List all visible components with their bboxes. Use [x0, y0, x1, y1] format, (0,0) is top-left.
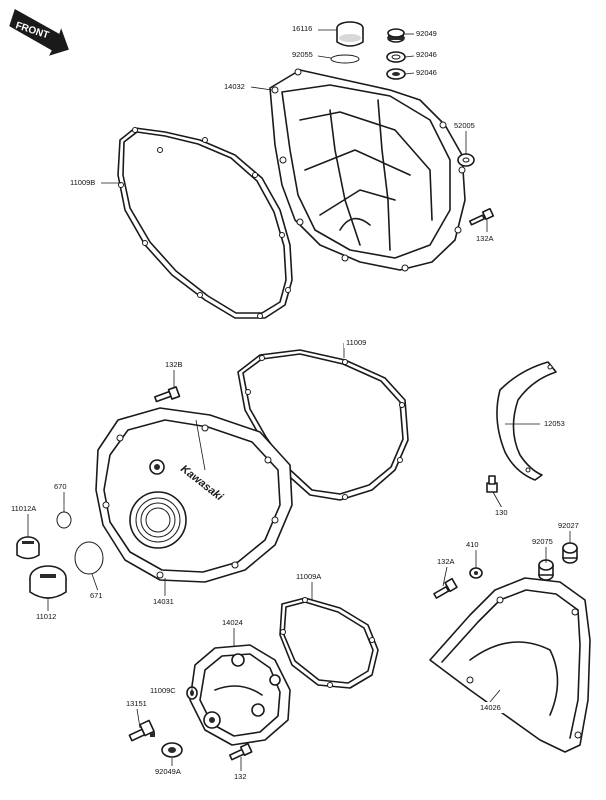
generator-cover-14031: Kawasaki: [95, 407, 293, 583]
callout-14026: 14026: [478, 702, 506, 713]
svg-text:14032: 14032: [224, 82, 245, 91]
callout-132B: 132B: [163, 359, 187, 370]
svg-text:92055: 92055: [292, 50, 313, 59]
svg-text:11012: 11012: [36, 612, 56, 621]
sensor-13151: [128, 719, 155, 742]
callout-92075: 92075: [530, 536, 558, 547]
o-ring-92055: [330, 54, 360, 64]
svg-text:671: 671: [90, 591, 103, 600]
bolt-132A-mid: [433, 577, 458, 599]
sprocket-cover-14026: [429, 577, 591, 753]
front-arrow-icon: FRONT: [9, 8, 69, 56]
gasket-11009B: [117, 127, 293, 319]
callout-410: 410: [464, 539, 484, 550]
callout-671: 671: [88, 590, 108, 601]
callout-12053: 12053: [542, 418, 570, 429]
svg-text:132A: 132A: [437, 557, 455, 566]
cap-11012: [29, 565, 67, 599]
callout-14024: 14024: [220, 617, 248, 628]
callout-11012: 11012: [34, 611, 62, 622]
callout-14031: 14031: [151, 596, 179, 607]
svg-text:410: 410: [466, 540, 479, 549]
svg-text:13151: 13151: [126, 699, 147, 708]
svg-text:92049: 92049: [416, 29, 437, 38]
bolt-132A-top: [469, 207, 495, 226]
callout-132A-top: 132A: [474, 233, 498, 244]
cap-11012A: [16, 536, 40, 560]
callout-92049A: 92049A: [153, 766, 189, 777]
bolt-132B: [153, 386, 181, 403]
guard-12053: [496, 361, 557, 481]
callout-labels: 16116 92049 92055 92046 92046 14032 5200…: [9, 23, 584, 782]
gasket-11009A: [279, 597, 379, 689]
collar-92027: [562, 542, 578, 564]
callout-11012A: 11012A: [9, 503, 43, 514]
callout-16116: 16116: [290, 23, 318, 34]
bolt-132: [229, 742, 253, 761]
svg-text:92049A: 92049A: [155, 767, 181, 776]
callout-11009C: 11009C: [148, 685, 182, 696]
svg-text:132B: 132B: [165, 360, 183, 369]
svg-text:16116: 16116: [292, 24, 312, 33]
leader-lines: [27, 29, 571, 771]
callout-132: 132: [232, 771, 250, 782]
svg-text:12053: 12053: [544, 419, 565, 428]
svg-text:11009B: 11009B: [70, 178, 95, 187]
callout-92049: 92049: [414, 28, 442, 39]
callout-130: 130: [493, 507, 513, 518]
callout-92055: 92055: [290, 49, 318, 60]
callout-670: 670: [52, 481, 72, 492]
o-ring-670: [56, 511, 72, 529]
svg-text:14026: 14026: [480, 703, 501, 712]
svg-text:11012A: 11012A: [11, 504, 36, 513]
svg-text:132: 132: [234, 772, 247, 781]
svg-text:14031: 14031: [153, 597, 174, 606]
oil-seal-92049: [387, 28, 405, 43]
oil-filler-cap: [336, 21, 364, 47]
svg-text:92046: 92046: [416, 68, 437, 77]
svg-text:92027: 92027: [558, 521, 579, 530]
callout-92046-lower: 92046: [414, 67, 442, 78]
svg-text:670: 670: [54, 482, 67, 491]
o-ring-671: [74, 541, 104, 575]
callout-13151: 13151: [124, 698, 152, 709]
callout-132A-mid: 132A: [435, 556, 459, 567]
seal-92049A: [161, 742, 183, 758]
svg-text:14024: 14024: [222, 618, 243, 627]
svg-text:11009C: 11009C: [150, 686, 176, 695]
svg-text:92046: 92046: [416, 50, 437, 59]
washer-410: [469, 567, 483, 579]
seal-52005: [457, 153, 475, 167]
callout-52005: 52005: [452, 120, 480, 131]
callout-11009: 11009: [344, 337, 372, 348]
clutch-cover-14032: [269, 68, 466, 272]
svg-text:52005: 52005: [454, 121, 475, 130]
callout-14032: 14032: [222, 81, 250, 92]
bolt-130: [486, 475, 498, 493]
svg-text:130: 130: [495, 508, 508, 517]
cover-14024: [189, 644, 291, 746]
collar-92075: [538, 559, 554, 581]
bearing-92046-lower: [386, 68, 406, 80]
bearing-92046-upper: [386, 51, 406, 63]
svg-text:11009: 11009: [346, 338, 366, 347]
callout-92027: 92027: [556, 520, 584, 531]
svg-text:11009A: 11009A: [296, 572, 321, 581]
callout-92046-upper: 92046: [414, 49, 442, 60]
callout-11009B: 11009B: [68, 177, 100, 188]
svg-text:132A: 132A: [476, 234, 494, 243]
svg-text:92075: 92075: [532, 537, 553, 546]
callout-11009A: 11009A: [294, 571, 328, 582]
